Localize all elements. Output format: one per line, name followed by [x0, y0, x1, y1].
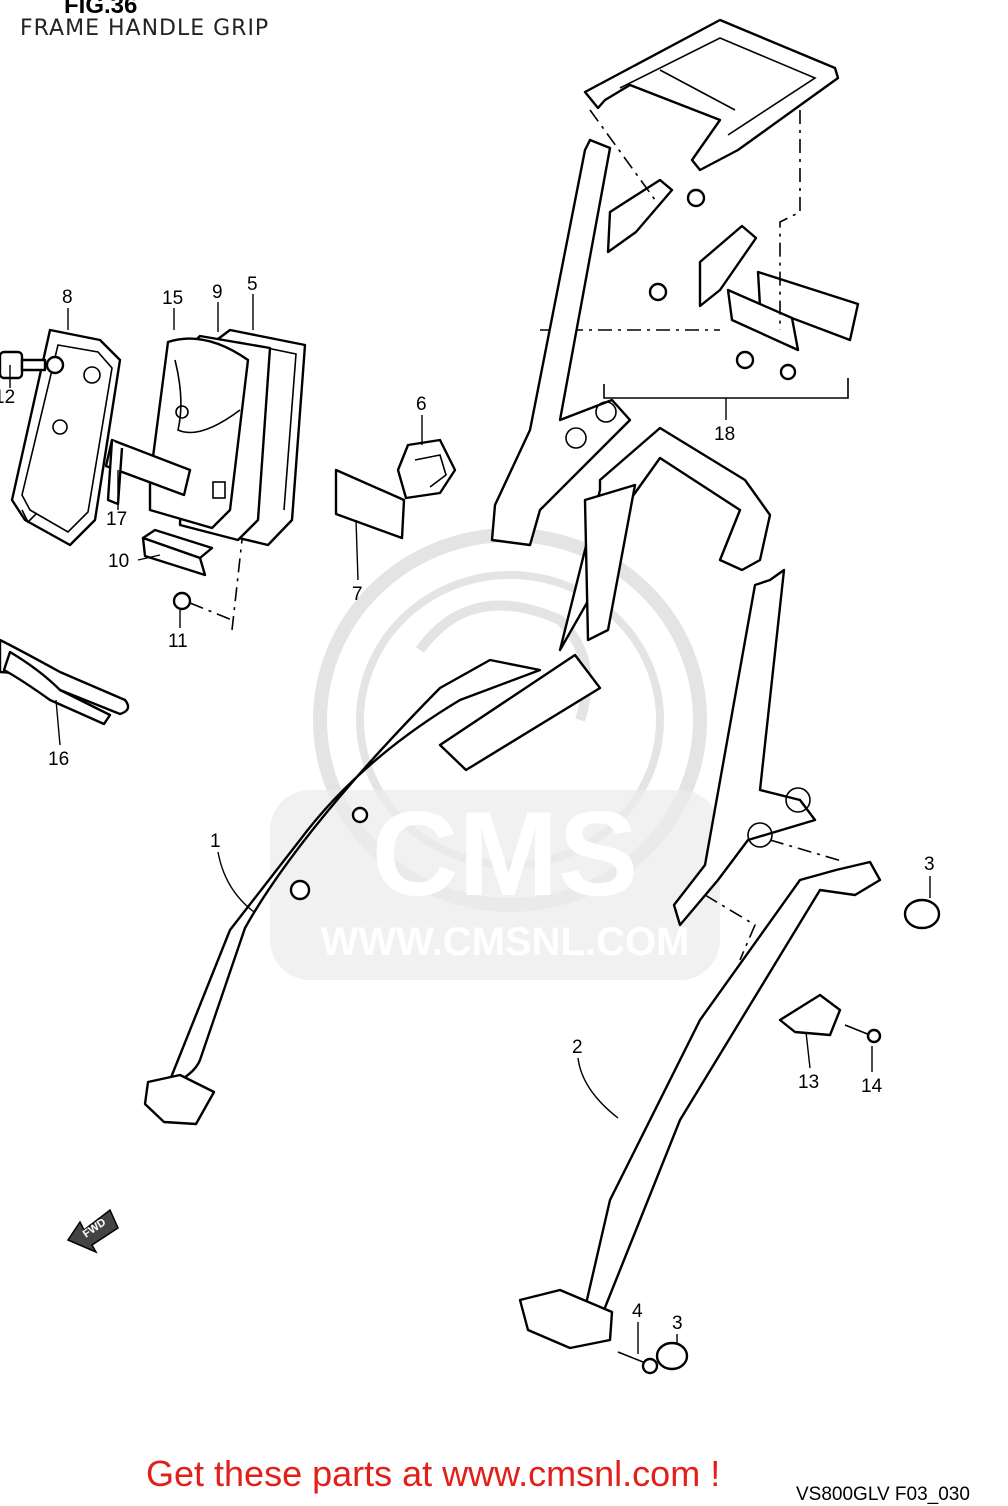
- part-2-frame-right: [518, 568, 882, 1350]
- get-parts-link[interactable]: Get these parts at www.cmsnl.com !: [146, 1453, 721, 1494]
- part-6-rubber: [396, 438, 457, 500]
- callout-12: 12: [0, 387, 15, 408]
- leader-lines: [9, 294, 931, 1354]
- part-18-carrier: [540, 18, 860, 399]
- part-14-screw: [844, 1024, 882, 1044]
- callout-1: 1: [210, 831, 221, 852]
- callout-11: 11: [168, 631, 188, 652]
- part-16-pliers: [0, 638, 130, 726]
- part-4-screw: [617, 1351, 659, 1375]
- part-grip-handle: [558, 426, 772, 652]
- callout-2: 2: [572, 1037, 583, 1058]
- callout-5: 5: [247, 274, 258, 295]
- part-3-cap-lower: [655, 1341, 689, 1371]
- figure-title: FIG.36: [64, 0, 138, 19]
- figure-code: VS800GLV F03_030: [796, 1484, 970, 1505]
- callout-15: 15: [162, 288, 183, 309]
- callout-17: 17: [106, 509, 127, 530]
- callout-14: 14: [861, 1076, 883, 1097]
- watermark-brand: CMS: [372, 787, 639, 921]
- part-13-bracket: [778, 993, 842, 1037]
- callout-9: 9: [212, 282, 223, 303]
- callout-13: 13: [798, 1072, 819, 1093]
- callout-7: 7: [352, 584, 363, 605]
- part-7-reflector: [334, 468, 406, 540]
- callout-18: 18: [714, 424, 735, 445]
- callout-3-upper: 3: [924, 854, 935, 875]
- callout-4: 4: [632, 1301, 643, 1322]
- callout-3-lower: 3: [672, 1313, 683, 1334]
- part-12-bolt: [0, 350, 65, 380]
- part-8-cover-plate: [10, 328, 122, 547]
- upper-frame-left: [490, 138, 632, 547]
- watermark-logo: CMS WWW.CMSNL.COM: [270, 528, 720, 980]
- figure-subtitle: FRAME HANDLE GRIP: [20, 16, 270, 41]
- callout-8: 8: [62, 287, 73, 308]
- fwd-arrow-icon: FWD: [66, 1208, 119, 1254]
- callout-16: 16: [48, 749, 69, 770]
- watermark-url: WWW.CMSNL.COM: [321, 920, 690, 964]
- callout-6: 6: [416, 394, 427, 415]
- part-3-cap-upper: [903, 898, 941, 930]
- part-1-frame-left: [143, 653, 602, 1126]
- part-11-screw: [172, 539, 243, 631]
- callout-10: 10: [108, 551, 129, 572]
- part-10-cushion: [141, 528, 214, 577]
